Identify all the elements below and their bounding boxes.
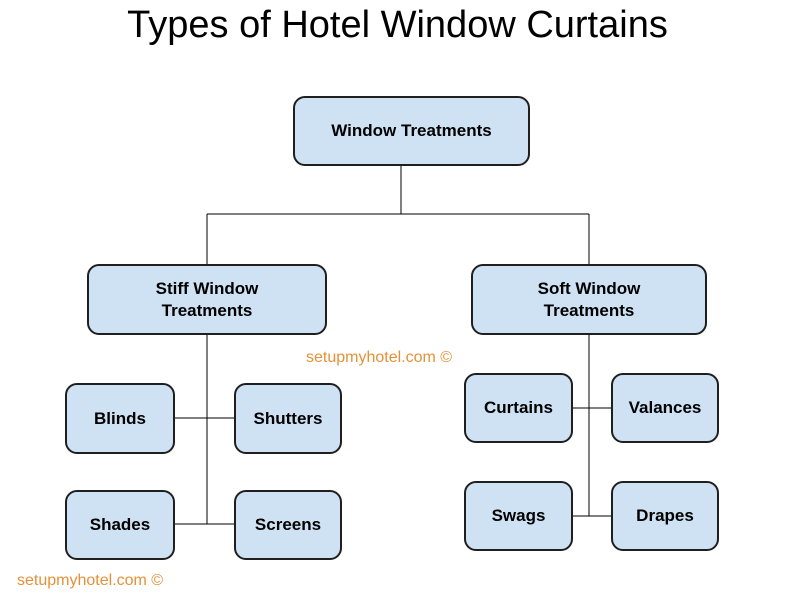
node-curtains: Curtains — [464, 373, 573, 443]
node-shades-label: Shades — [89, 515, 151, 534]
node-shutters: Shutters — [234, 383, 342, 454]
node-valances: Valances — [611, 373, 719, 443]
node-blinds: Blinds — [65, 383, 175, 454]
node-shutters-label: Shutters — [253, 408, 323, 428]
node-drapes-label: Drapes — [636, 506, 694, 525]
node-stiff-window-treatments: Stiff Window Treatments — [87, 264, 327, 335]
watermark-center: setupmyhotel.com © — [306, 349, 453, 366]
node-valances-label: Valances — [628, 398, 702, 417]
node-window-treatments-label: Window Treatments — [331, 121, 492, 140]
node-stiff-window-treatments-label: Stiff Window Treatments — [155, 278, 259, 320]
node-soft-window-treatments-label: Soft Window Treatments — [537, 278, 641, 320]
node-drapes: Drapes — [611, 481, 719, 551]
watermark-bottom-left: setupmyhotel.com © — [17, 572, 164, 589]
node-screens-label: Screens — [254, 515, 322, 534]
diagram-title: Types of Hotel Window Curtains — [127, 4, 668, 46]
node-soft-window-treatments: Soft Window Treatments — [471, 264, 707, 335]
node-swags-label: Swags — [491, 506, 546, 525]
node-curtains-label: Curtains — [484, 398, 553, 417]
node-window-treatments: Window Treatments — [293, 96, 530, 166]
node-swags: Swags — [464, 481, 573, 551]
node-shades: Shades — [65, 490, 175, 560]
node-screens: Screens — [234, 490, 342, 560]
node-blinds-label: Blinds — [94, 408, 146, 428]
